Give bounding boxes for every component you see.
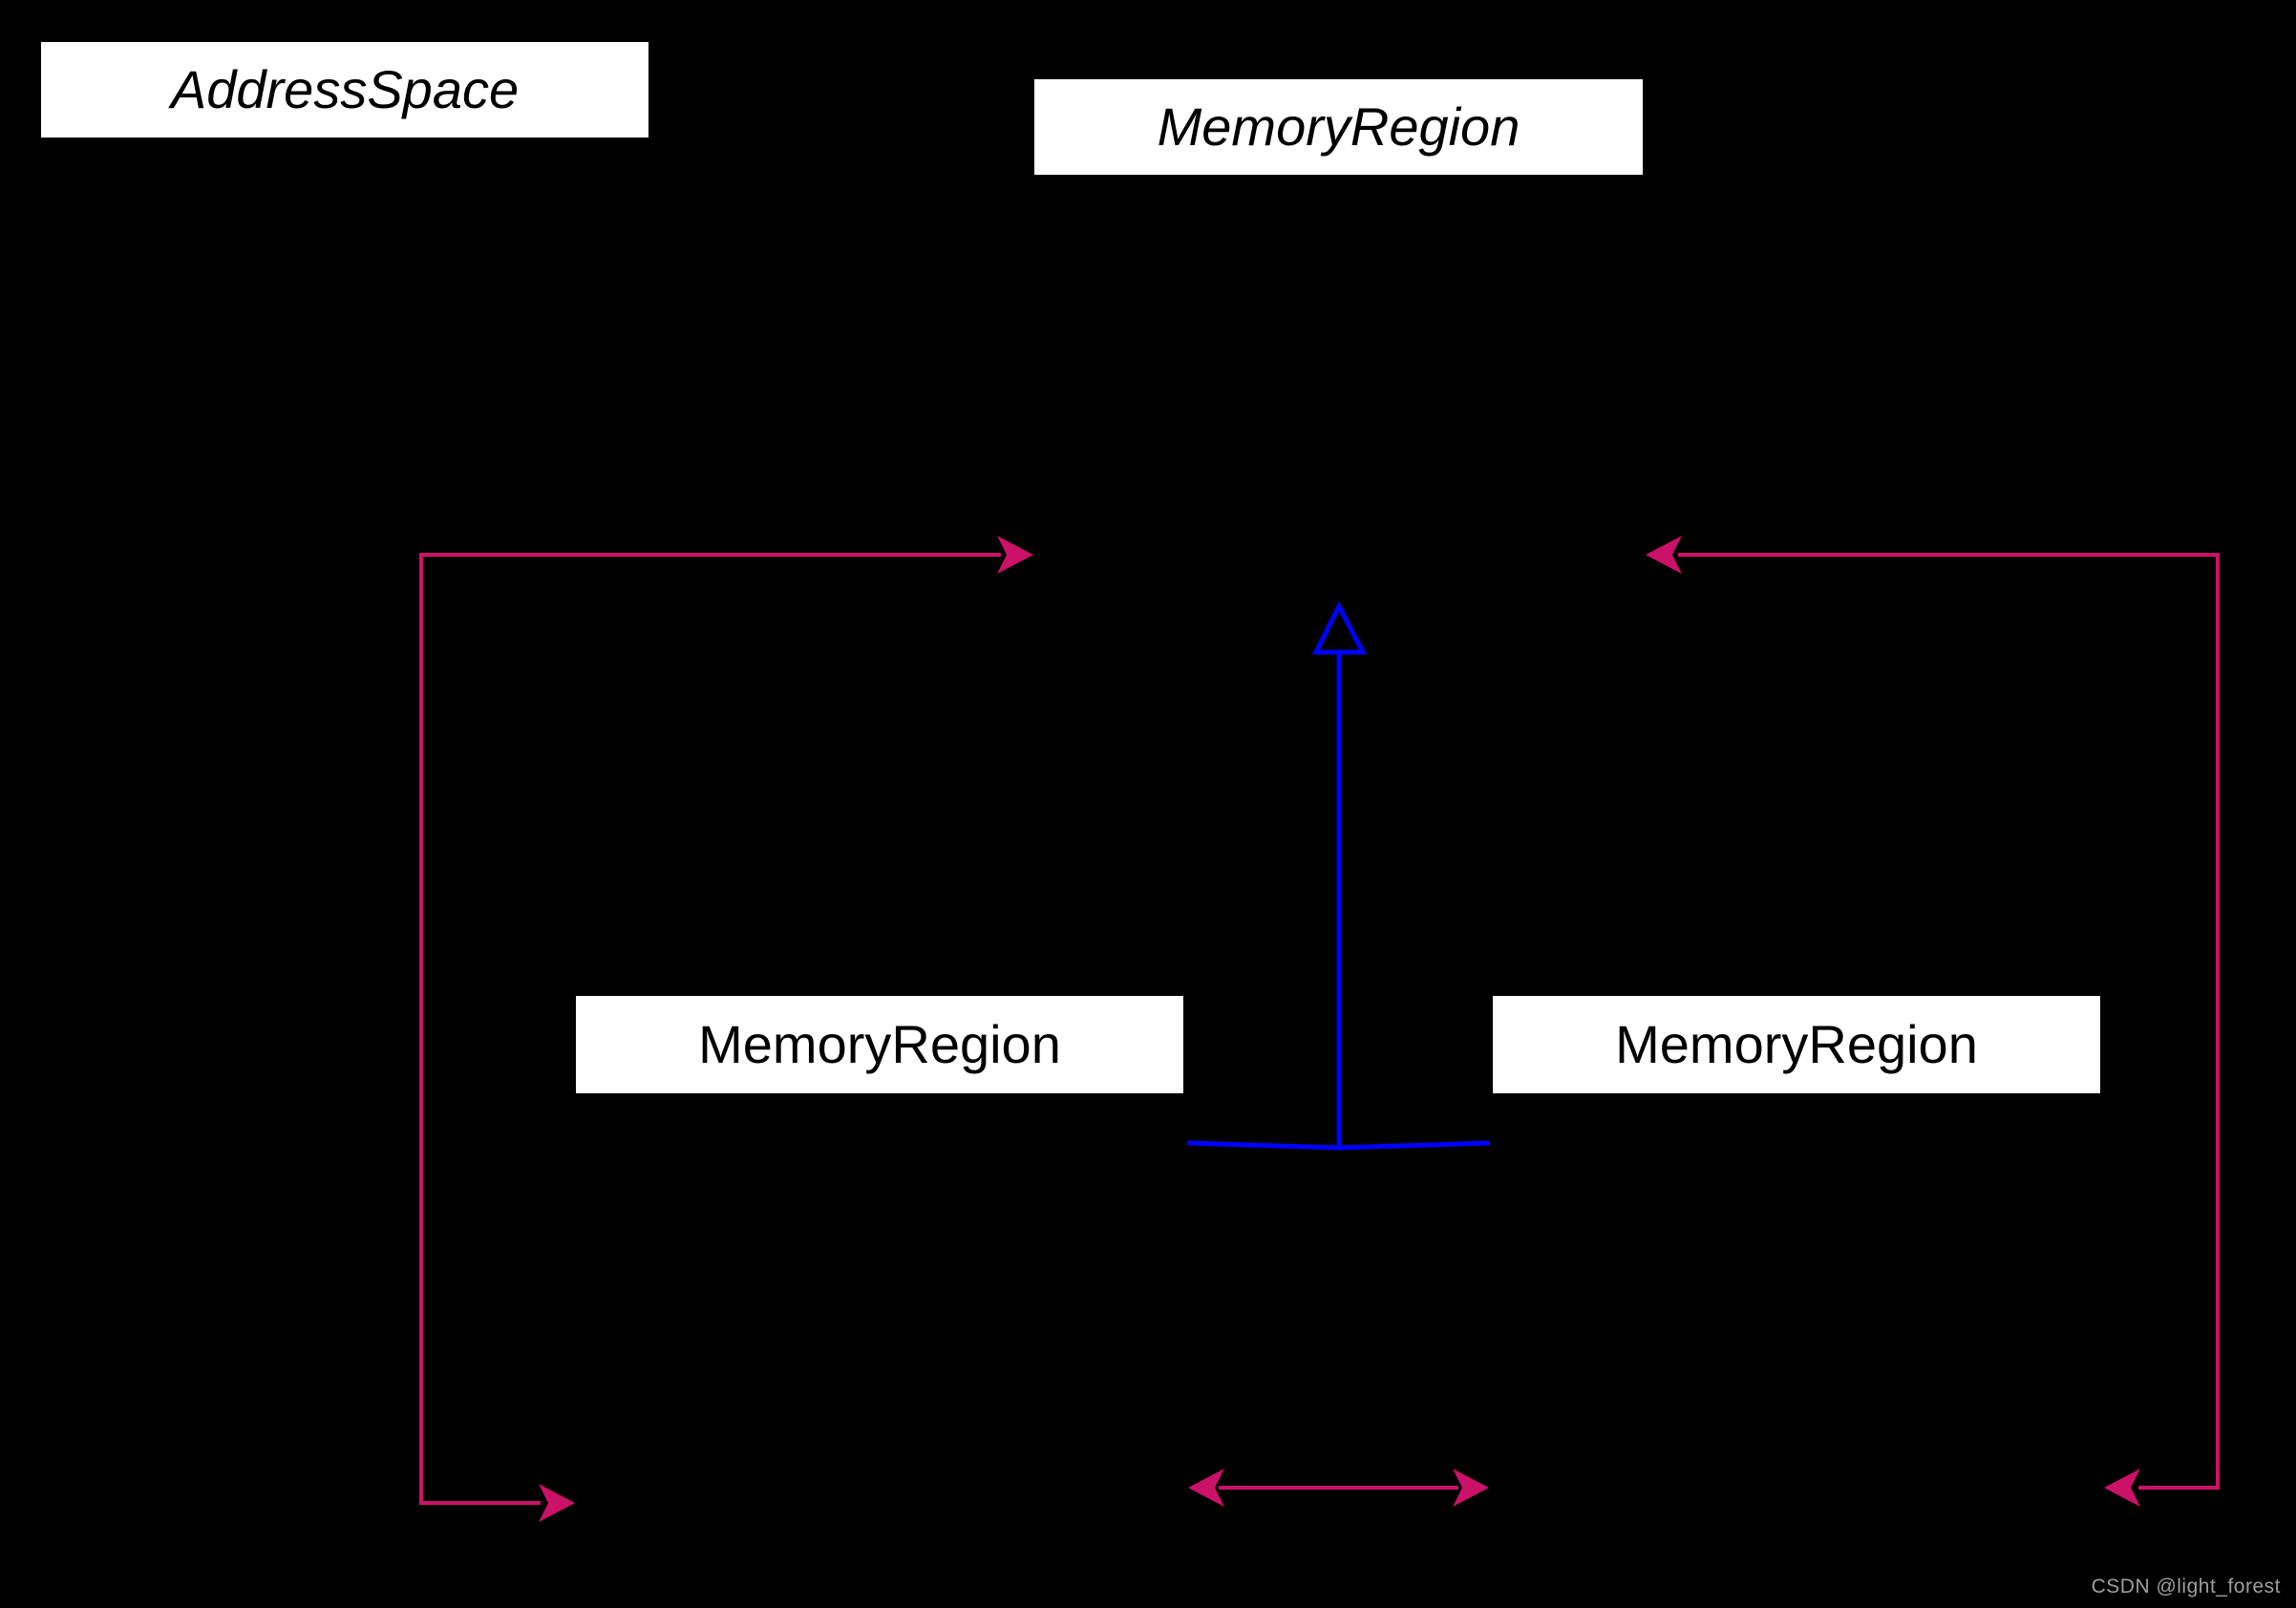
left-association-arrow (419, 536, 1033, 1522)
node-memory-region-left: MemoryRegion (576, 996, 1183, 1093)
node-memory-region-parent: MemoryRegion (1034, 79, 1643, 175)
alias-double-arrow (1188, 1469, 1489, 1507)
node-address-space-label: AddressSpace (170, 59, 520, 119)
hollow-triangle-icon (1311, 601, 1368, 655)
arrowhead-left-icon (2104, 1469, 2140, 1507)
node-memory-region-parent-label: MemoryRegion (1157, 96, 1520, 157)
node-memory-region-left-label: MemoryRegion (698, 1014, 1061, 1074)
node-memory-region-right: MemoryRegion (1493, 996, 2100, 1093)
arrowhead-right-icon (1453, 1469, 1489, 1507)
watermark: CSDN @light_forest (2091, 1576, 2281, 1597)
generalization-arrow (1186, 601, 1491, 1151)
node-memory-region-right-label: MemoryRegion (1615, 1014, 1978, 1074)
arrowhead-left-icon (1188, 1469, 1224, 1507)
arrowhead-left-icon (1646, 536, 1682, 574)
arrowhead-right-icon (997, 536, 1033, 574)
node-address-space: AddressSpace (41, 42, 648, 138)
arrowhead-right-icon (539, 1484, 575, 1522)
right-association-arrow (1646, 536, 2220, 1507)
